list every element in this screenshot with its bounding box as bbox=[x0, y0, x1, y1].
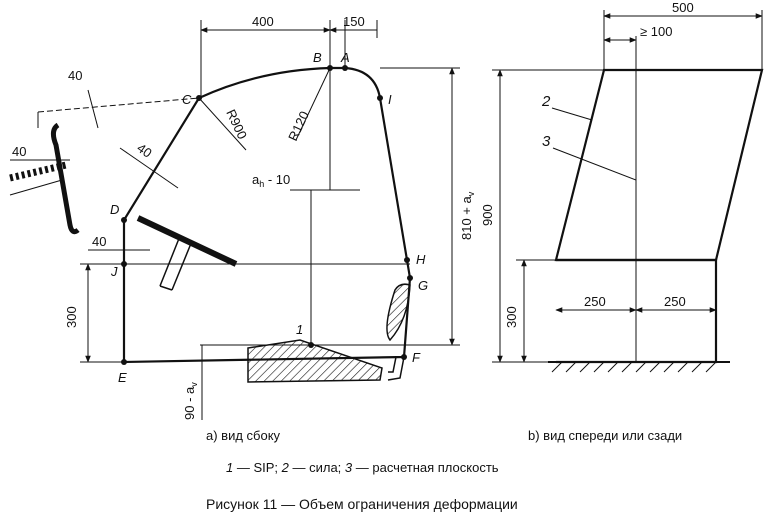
dim-r120: R120 bbox=[285, 109, 312, 144]
seat-cushion bbox=[247, 339, 383, 383]
steering-wheel bbox=[9, 122, 80, 235]
label-force: 2 bbox=[541, 93, 551, 110]
dim-250-right: 250 bbox=[664, 294, 686, 309]
dim-ah: ah - 10 bbox=[252, 172, 290, 189]
label-plane: 3 bbox=[542, 133, 551, 150]
point-dots bbox=[121, 65, 413, 365]
dim-250-left: 250 bbox=[584, 294, 606, 309]
point-b: B bbox=[313, 50, 322, 65]
dim-900: 900 bbox=[480, 204, 495, 226]
dim-40-top: 40 bbox=[68, 68, 82, 83]
point-g: G bbox=[418, 278, 428, 293]
seat-back bbox=[386, 283, 411, 342]
dim-40-left: 40 bbox=[12, 144, 26, 159]
point-f: F bbox=[412, 350, 421, 365]
front-view bbox=[492, 10, 764, 373]
dim-90: 90 - av bbox=[182, 382, 199, 420]
front-view-labels: 500 ≥ 100 900 300 250 250 2 3 bbox=[480, 0, 694, 328]
point-d: D bbox=[110, 202, 119, 217]
dim-100: ≥ 100 bbox=[640, 24, 672, 39]
dim-40-low: 40 bbox=[92, 234, 106, 249]
point-a: A bbox=[340, 50, 350, 65]
dim-r900: R900 bbox=[223, 107, 250, 142]
side-view-labels: A B C D E F G H I J 400 150 40 40 40 40 … bbox=[12, 14, 476, 420]
dim-300-front: 300 bbox=[504, 306, 519, 328]
point-c: C bbox=[182, 92, 192, 107]
caption-side-view: а) вид сбоку bbox=[206, 428, 281, 443]
force-plane bbox=[554, 68, 764, 262]
side-view bbox=[9, 20, 460, 420]
dim-500: 500 bbox=[672, 0, 694, 15]
point-i: I bbox=[388, 92, 392, 107]
caption-front-view: b) вид спереди или сзади bbox=[528, 428, 683, 443]
front-seat bbox=[136, 215, 238, 291]
roof-extension-line bbox=[37, 97, 200, 113]
point-j: J bbox=[110, 264, 118, 279]
label-sip: 1 bbox=[296, 322, 303, 337]
dim-150: 150 bbox=[343, 14, 365, 29]
point-h: H bbox=[416, 252, 426, 267]
dim-40-diag: 40 bbox=[134, 140, 154, 161]
figure-caption: Рисунок 11 — Объем ограничения деформаци… bbox=[206, 496, 518, 512]
dlv-outline bbox=[122, 66, 412, 364]
dim-400: 400 bbox=[252, 14, 274, 29]
dim-300-side: 300 bbox=[64, 306, 79, 328]
point-e: E bbox=[118, 370, 127, 385]
legend: 1 — SIP; 2 — сила; 3 — расчетная плоскос… bbox=[226, 460, 499, 475]
dim-810: 810 + av bbox=[459, 191, 476, 240]
